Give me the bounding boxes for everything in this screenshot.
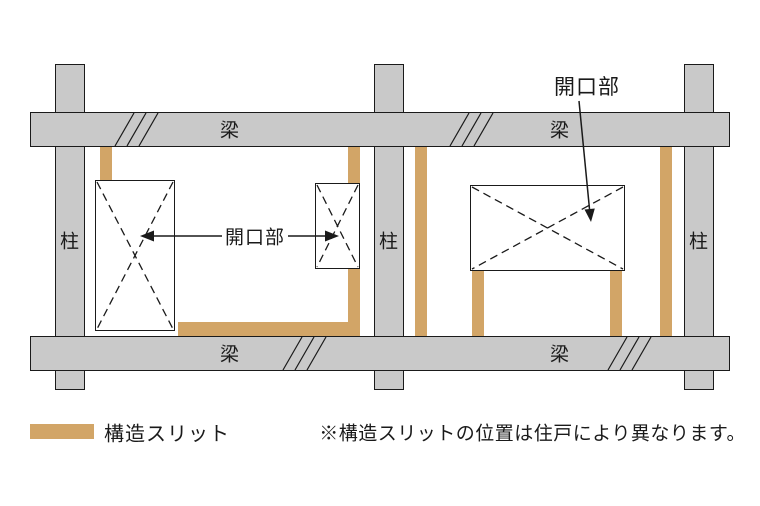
hatch-mark-beam-top-right xyxy=(449,112,494,147)
dashed-x-opening-left-small xyxy=(316,184,359,268)
structural-slit xyxy=(472,271,484,336)
arrow-to-opening-right xyxy=(578,100,595,222)
arrow-to-opening-left-small xyxy=(288,230,339,242)
dashed-x-opening-left-large xyxy=(96,181,174,330)
column-label-right: 柱 xyxy=(688,231,710,253)
beam-top xyxy=(30,112,730,147)
structural-slit xyxy=(348,147,360,183)
structural-slit xyxy=(610,271,622,336)
column-label-middle: 柱 xyxy=(378,231,400,253)
dashed-x-opening-right xyxy=(471,186,624,270)
beam-label-bottom-left: 梁 xyxy=(219,344,241,366)
legend-slit-swatch xyxy=(30,424,94,439)
beam-label-bottom-right: 梁 xyxy=(549,344,571,366)
structural-slit xyxy=(348,268,360,336)
opening-label-left: 開口部 xyxy=(224,227,286,249)
legend-slit-label: 構造スリット xyxy=(104,423,230,446)
opening-label-right: 開口部 xyxy=(554,75,620,99)
structural-slit xyxy=(415,147,427,336)
structural-slit xyxy=(660,147,672,336)
hatch-mark-beam-bottom-left xyxy=(282,336,327,371)
hatch-mark-beam-bottom-right xyxy=(607,336,652,371)
beam-bottom xyxy=(30,336,730,371)
arrow-to-opening-left-large xyxy=(140,230,222,242)
structural-slit xyxy=(178,322,360,336)
structural-slit xyxy=(100,147,112,182)
beam-label-top-left: 梁 xyxy=(219,120,241,142)
hatch-mark-beam-top-left xyxy=(114,112,159,147)
column-label-left: 柱 xyxy=(59,231,81,253)
slit-position-note: ※構造スリットの位置は住戸により異なります。 xyxy=(319,423,746,445)
beam-label-top-right: 梁 xyxy=(549,120,571,142)
